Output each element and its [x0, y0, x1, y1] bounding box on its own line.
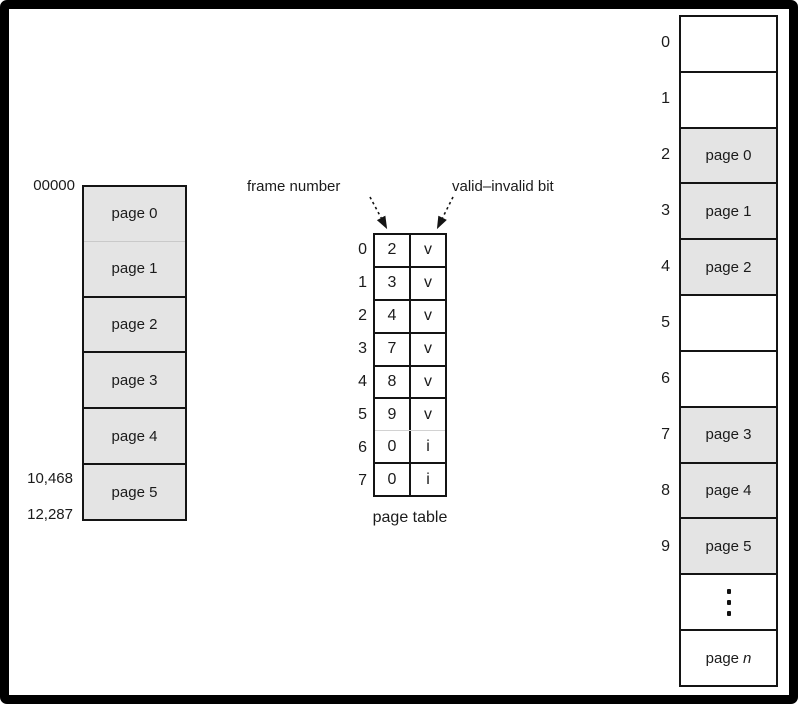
page-table-row: 9 v	[375, 397, 445, 431]
valid-bit-cell: v	[424, 307, 432, 325]
valid-bit-cell: i	[426, 437, 430, 455]
logical-memory-box: page 0 page 1 page 2 page 3 page 4 page …	[82, 185, 187, 521]
logical-page-cell: page 5	[84, 463, 185, 519]
valid-invalid-bit-label: valid–invalid bit	[452, 178, 554, 195]
vertical-ellipsis-icon	[726, 588, 731, 616]
frame-number-cell: 3	[375, 267, 411, 299]
annotation-arrows-icon	[369, 196, 454, 230]
frame-index: 3	[661, 202, 670, 219]
frame-number-cell: 4	[375, 300, 411, 332]
page-table-row: 7 v	[375, 331, 445, 365]
frame-index: 6	[661, 370, 670, 387]
physical-memory-box: page 0 page 1 page 2 page 3 page 4 page …	[679, 15, 778, 687]
valid-bit-cell: v	[424, 274, 432, 292]
frame-index: 7	[661, 426, 670, 443]
physical-frame-cell	[681, 349, 776, 406]
page-table-index: 6	[358, 438, 367, 456]
frame-number-cell: 0	[375, 464, 411, 495]
valid-bit-cell: v	[424, 372, 432, 390]
page-table-row: 0 i	[375, 462, 445, 495]
frame-index: 8	[661, 482, 670, 499]
page-table-index: 1	[358, 273, 367, 291]
physical-frame-cell: page 2	[681, 238, 776, 295]
logical-page-cell: page 1	[84, 240, 185, 296]
frame-index: 0	[661, 34, 670, 51]
frame-index: 9	[661, 538, 670, 555]
physical-frame-cell	[681, 17, 776, 71]
page-table-row: 2 v	[375, 235, 445, 266]
frame-number-cell: 2	[375, 235, 411, 266]
logical-address-page5: 10,468	[27, 470, 73, 487]
physical-frame-cell: page 5	[681, 517, 776, 574]
page-table-row: 4 v	[375, 298, 445, 332]
page-table-caption: page table	[372, 509, 448, 526]
page-n-prefix: page	[705, 649, 740, 667]
physical-frame-cell: page 1	[681, 182, 776, 239]
valid-bit-cell: v	[424, 340, 432, 358]
frame-index: 4	[661, 258, 670, 275]
logical-page-cell: page 4	[84, 407, 185, 464]
page-table-row: 3 v	[375, 265, 445, 299]
page-table-index: 2	[358, 306, 367, 324]
physical-frame-ellipsis-cell	[681, 573, 776, 630]
logical-page-cell: page 2	[84, 295, 185, 352]
physical-frame-cell	[681, 70, 776, 127]
frame-index: 2	[661, 146, 670, 163]
page-table: 2 v 3 v 4 v 7 v 8 v 9 v 0 i 0 i	[373, 233, 447, 497]
frame-number-label: frame number	[247, 178, 341, 195]
physical-frame-cell	[681, 294, 776, 350]
frame-index: 5	[661, 314, 670, 331]
page-table-row: 8 v	[375, 364, 445, 398]
page-table-index: 3	[358, 339, 367, 357]
valid-bit-cell: i	[426, 470, 430, 488]
page-table-index: 4	[358, 372, 367, 390]
page-n-symbol: n	[743, 649, 752, 667]
frame-number-cell: 8	[375, 366, 411, 398]
physical-frame-cell: page 3	[681, 405, 776, 462]
frame-index: 1	[661, 90, 670, 107]
frame-number-cell: 7	[375, 333, 411, 365]
valid-bit-cell: v	[424, 405, 432, 423]
logical-page-cell: page 0	[84, 187, 185, 241]
physical-frame-cell: page 0	[681, 126, 776, 183]
page-table-index: 7	[358, 471, 367, 489]
logical-address-top: 00000	[33, 177, 75, 194]
logical-address-end: 12,287	[27, 506, 73, 523]
frame-number-cell: 0	[375, 431, 411, 463]
page-table-index: 0	[358, 240, 367, 258]
valid-bit-cell: v	[424, 241, 432, 259]
physical-frame-page-n-cell: page n	[681, 629, 776, 685]
frame-number-cell: 9	[375, 399, 411, 431]
page-table-index: 5	[358, 405, 367, 423]
physical-frame-cell: page 4	[681, 461, 776, 518]
physical-frame-indices: 0 1 2 3 4 5 6 7 8 9	[638, 15, 670, 575]
page-table-indices: 0 1 2 3 4 5 6 7	[337, 233, 367, 497]
page-table-row: 0 i	[375, 430, 445, 463]
logical-page-cell: page 3	[84, 351, 185, 408]
